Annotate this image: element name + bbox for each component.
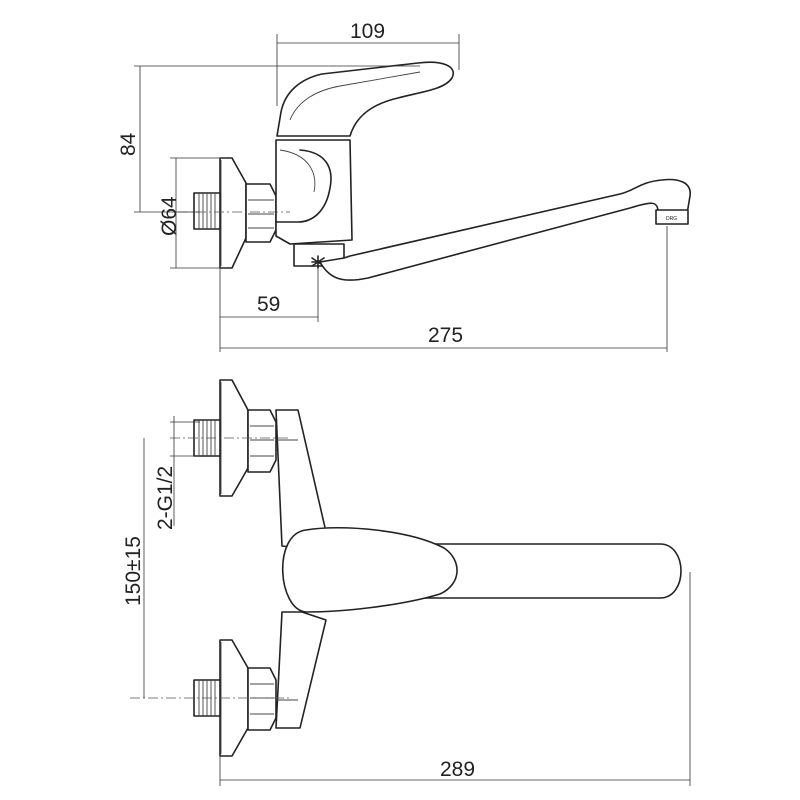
- dim-center-distance-label: 150±15: [122, 536, 145, 606]
- dim-handle-width: 109: [276, 20, 460, 106]
- dim-height: 84: [117, 65, 420, 213]
- side-threaded-inlet: [193, 192, 221, 230]
- side-valve-body: [275, 139, 353, 245]
- dim-flange-diameter-label: Ø64: [158, 196, 181, 236]
- dim-handle-width-label: 109: [350, 20, 385, 43]
- dim-height-label: 84: [117, 132, 140, 156]
- side-wall-flange: [219, 157, 247, 269]
- dim-spout-reach-top-label: 289: [440, 758, 475, 781]
- top-view: 2-G1/2 150±15 289: [122, 379, 691, 786]
- dim-spout-reach-top: 289: [219, 572, 691, 786]
- top-body-arms: [275, 409, 327, 729]
- top-lever-handle: [281, 526, 458, 613]
- dim-offset: 59: [219, 268, 319, 352]
- top-lower-hex-nut: [247, 667, 277, 731]
- top-upper-hex-nut: [247, 409, 277, 473]
- dim-thread: 2-G1/2: [154, 416, 200, 530]
- dim-spout-reach-side: 275: [220, 226, 668, 352]
- aerator-label: DRG: [666, 216, 677, 222]
- top-spout: [419, 543, 682, 599]
- side-spout: DRG: [293, 178, 691, 281]
- dim-flange-diameter: Ø64: [158, 157, 226, 269]
- dim-thread-label: 2-G1/2: [154, 466, 177, 530]
- side-hex-nut: [245, 183, 277, 243]
- dim-spout-reach-side-label: 275: [428, 324, 463, 347]
- dim-center-distance: 150±15: [122, 438, 145, 698]
- dim-offset-label: 59: [257, 293, 280, 316]
- side-lever-handle: [276, 61, 455, 137]
- side-view: DRG 109 84 Ø64 59 275: [117, 20, 691, 352]
